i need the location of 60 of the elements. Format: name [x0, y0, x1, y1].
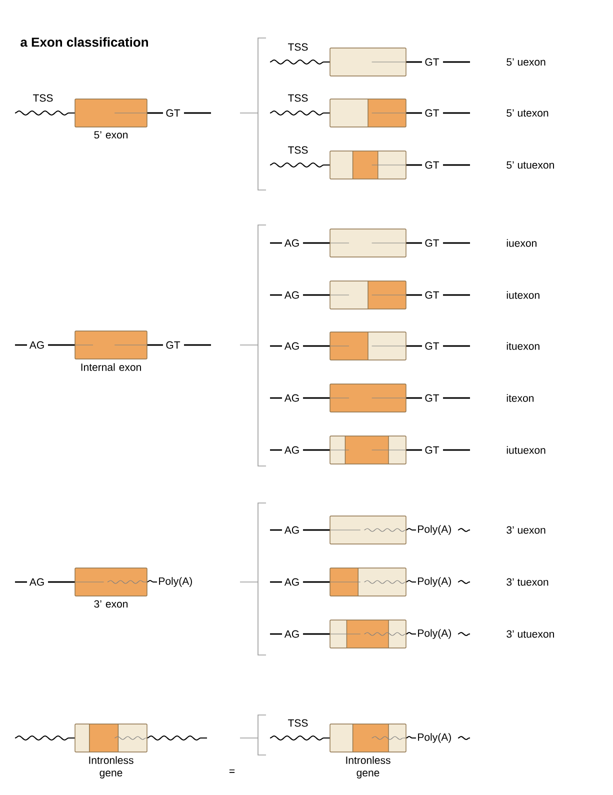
site-label: Poly(A) — [159, 577, 192, 587]
exon-label: Internal exon — [81, 363, 141, 371]
site-label: GT — [166, 109, 180, 117]
equals-sign: = — [229, 769, 235, 773]
exon-box — [330, 436, 406, 464]
site-label: TSS — [33, 94, 53, 102]
site-label: GT — [425, 342, 440, 350]
site-label: Poly(A) — [418, 733, 451, 743]
site-label: AG — [284, 239, 299, 247]
site-label: AG — [29, 578, 44, 586]
exon-type-label: 3’ tuexon — [506, 578, 548, 586]
exon-box — [330, 98, 406, 128]
exon-box — [330, 568, 406, 596]
exon-box — [330, 620, 406, 648]
site-label: Poly(A) — [418, 577, 451, 587]
exon-label: 5’ exon — [94, 131, 128, 139]
site-label: AG — [284, 291, 299, 299]
title: Exon classification — [32, 37, 148, 47]
site-label: GT — [425, 161, 440, 169]
exon-box — [330, 280, 406, 310]
site-label: AG — [284, 630, 299, 638]
exon-type-label: iutuexon — [506, 446, 546, 454]
site-label: TSS — [288, 43, 308, 51]
exon-type-label: 5’ utuexon — [506, 161, 554, 169]
site-label: GT — [425, 239, 440, 247]
exon-box — [330, 384, 406, 412]
panel-letter: a — [20, 40, 28, 47]
site-label: Poly(A) — [418, 525, 451, 535]
exon-label: 3’ exon — [94, 600, 128, 608]
site-label: GT — [166, 341, 180, 349]
site-label: AG — [284, 578, 299, 586]
exon-type-label: ituexon — [506, 342, 540, 350]
site-label: AG — [284, 394, 299, 402]
exon-type-label: iuexon — [506, 239, 536, 247]
exon-box — [330, 228, 406, 258]
site-label: GT — [425, 58, 440, 66]
site-label: TSS — [288, 146, 308, 154]
site-label: AG — [284, 446, 299, 454]
site-label: TSS — [288, 94, 308, 102]
exon-type-label: 5’ uexon — [506, 58, 546, 66]
exon-type-label: iutexon — [506, 291, 540, 299]
site-label: GT — [425, 446, 440, 454]
site-label: AG — [29, 341, 44, 349]
site-label: Poly(A) — [418, 629, 451, 639]
exon-type-label: itexon — [506, 394, 534, 402]
site-label: GT — [425, 291, 440, 299]
exon-box — [330, 48, 406, 76]
exon-label: Intronless gene — [346, 756, 390, 778]
exon-box — [330, 332, 406, 360]
site-label: AG — [284, 342, 299, 350]
exon-box — [330, 150, 406, 180]
exon-type-label: 5’ utexon — [506, 109, 548, 117]
exon-box — [330, 516, 406, 544]
site-label: GT — [425, 109, 440, 117]
exon-type-label: 3’ utuexon — [506, 630, 554, 638]
site-label: GT — [425, 394, 440, 402]
site-label: TSS — [288, 719, 308, 727]
exon-type-label: 3’ uexon — [506, 526, 546, 534]
exon-label: Intronless gene — [89, 756, 134, 778]
site-label: AG — [284, 526, 299, 534]
